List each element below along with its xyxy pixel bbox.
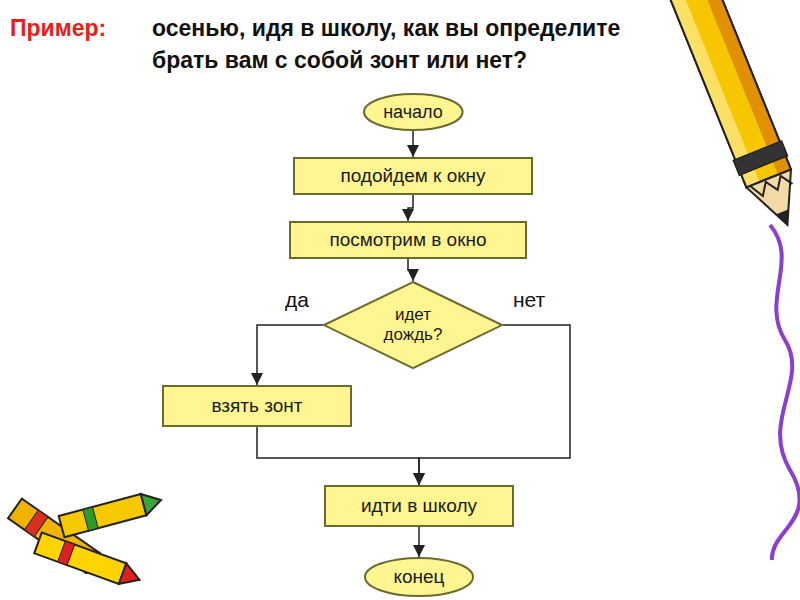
- flow-arrow: [257, 325, 323, 385]
- title-text: осенью, идя в школу, как вы определите б…: [152, 12, 692, 76]
- decision-diamond: идет дождь?: [323, 281, 503, 369]
- start-terminal: начало: [363, 93, 464, 131]
- branch-label: нет: [510, 288, 548, 312]
- node-text: взять зонт: [211, 395, 302, 417]
- process-box: посмотрим в окно: [289, 221, 527, 259]
- branch-label: да: [282, 288, 312, 312]
- title: Пример:: [10, 12, 106, 44]
- flow-arrow: [408, 259, 413, 281]
- node-text: идти в школу: [361, 495, 477, 517]
- node-text: начало: [383, 102, 443, 123]
- node-text: идет дождь?: [373, 305, 453, 344]
- flow-arrow: [257, 427, 419, 485]
- flow-arrow: [412, 131, 414, 157]
- pencil-illustration: [666, 0, 800, 235]
- crayons-illustration: [8, 489, 164, 590]
- node-text: посмотрим в окно: [329, 229, 486, 251]
- flow-arrow: [408, 195, 413, 221]
- process-box: взять зонт: [162, 385, 352, 427]
- end-terminal: конец: [364, 557, 474, 597]
- process-box: идти в школу: [324, 485, 514, 527]
- pencil-string: [770, 225, 800, 560]
- node-text: подойдем к окну: [340, 165, 485, 187]
- flow-arrow: [418, 527, 420, 557]
- process-box: подойдем к окну: [293, 157, 533, 195]
- node-text: конец: [393, 566, 444, 588]
